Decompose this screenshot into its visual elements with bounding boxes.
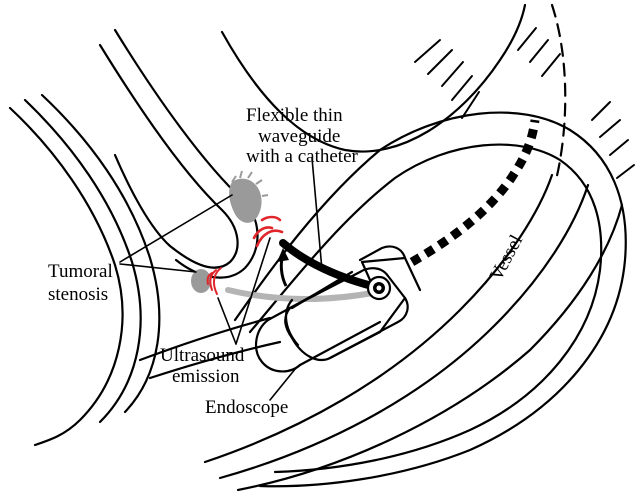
label-waveguide-line1: Flexible thin	[246, 105, 343, 126]
vessel-hatching	[415, 28, 634, 178]
ultrasound-emission-lower	[208, 268, 221, 294]
label-vessel: Vessel	[486, 232, 527, 285]
label-waveguide-line2: waveguide	[258, 126, 340, 147]
label-ultrasound-line2: emission	[172, 366, 240, 387]
label-endoscope: Endoscope	[205, 397, 288, 418]
label-waveguide-line3: with a catheter	[246, 146, 359, 167]
label-ultrasound-line1: Ultrasound	[160, 345, 245, 366]
vessel-dashed-wall	[552, 5, 565, 180]
waveguide-catheter-black	[283, 243, 380, 288]
label-tumoral-line2: stenosis	[48, 284, 108, 305]
label-tumoral-line1: Tumoral	[48, 261, 113, 282]
bending-arrow	[277, 248, 289, 286]
tumor-upper	[229, 171, 268, 223]
